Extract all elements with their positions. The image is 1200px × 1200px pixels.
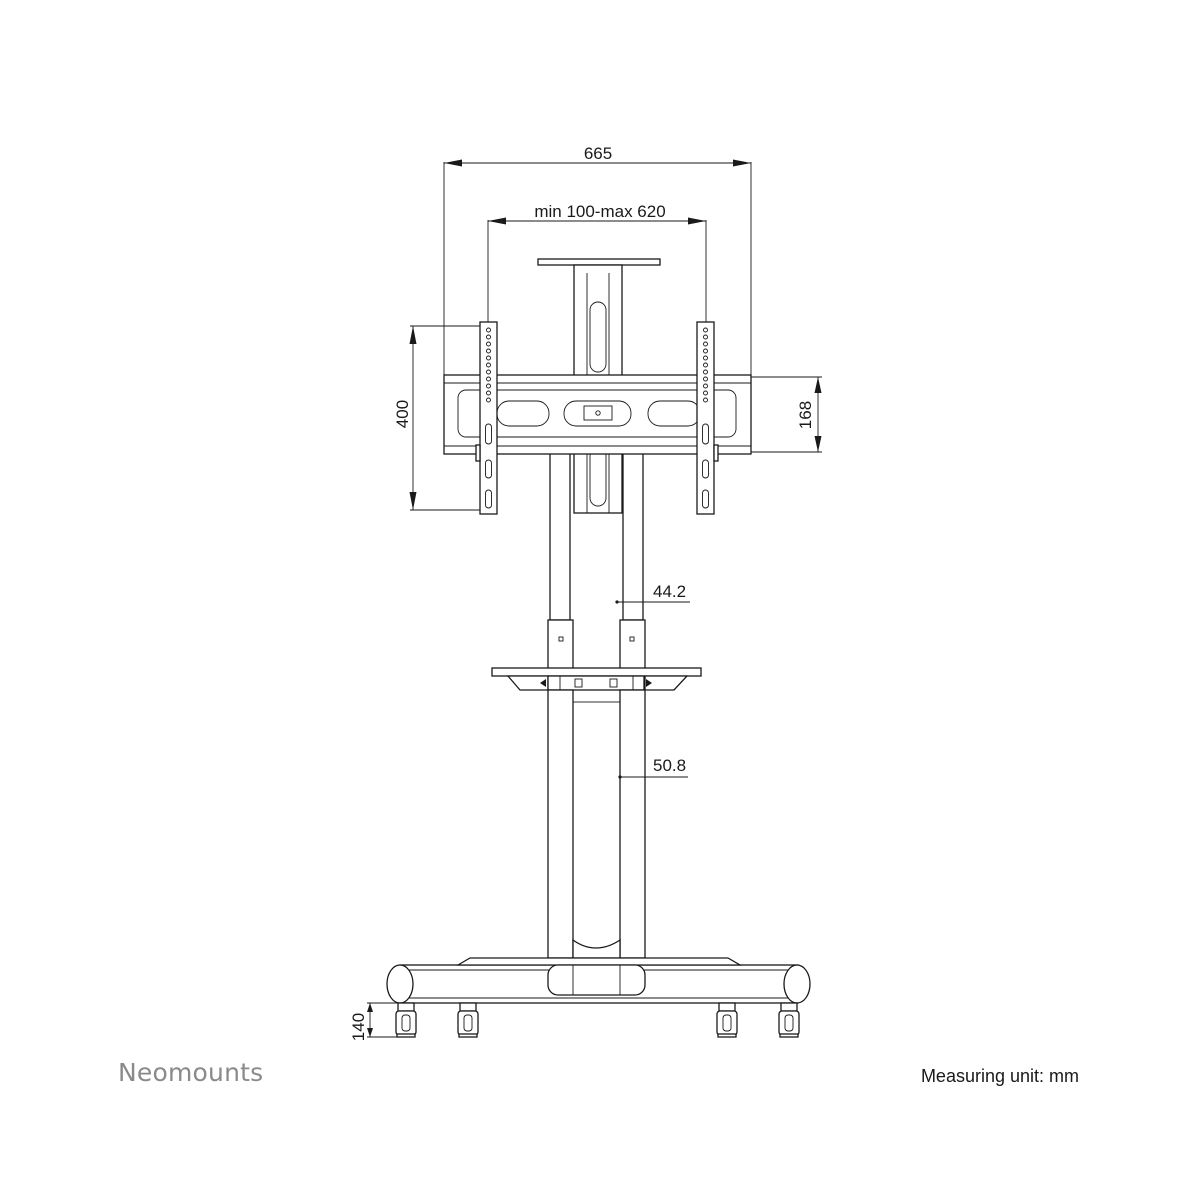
dimension-lower-tube: 50.8 (618, 756, 688, 779)
middle-shelf (491, 667, 702, 703)
dimension-bracket-height-label: 400 (393, 400, 412, 428)
caster-front-right (778, 1002, 800, 1038)
left-bracket (475, 321, 498, 515)
dimension-bracket-height: 400 (393, 325, 480, 511)
dimension-vesa-range: min 100-max 620 (487, 202, 707, 322)
brand-logo: Neomounts (118, 1058, 264, 1087)
dimension-total-width-label: 665 (584, 144, 612, 163)
dimension-crossbar-height: 168 (751, 376, 822, 453)
dimension-upper-tube: 44.2 (615, 582, 690, 604)
dimension-crossbar-height-label: 168 (796, 401, 815, 429)
dimension-base-height: 140 (349, 1002, 398, 1041)
lower-tubes (547, 689, 646, 959)
caster-inner-left (457, 1002, 479, 1038)
tube-collars (547, 619, 646, 671)
base (386, 957, 811, 1004)
caster-inner-right (716, 1002, 738, 1038)
dimension-total-width: 665 (443, 144, 752, 375)
caster-front-left (395, 1002, 417, 1038)
dimension-upper-tube-label: 44.2 (653, 582, 686, 601)
right-bracket (696, 321, 719, 515)
measuring-unit-label: Measuring unit: mm (920, 1066, 1079, 1086)
dimension-lower-tube-label: 50.8 (653, 756, 686, 775)
dimension-vesa-range-label: min 100-max 620 (534, 202, 665, 221)
dimension-base-height-label: 140 (349, 1013, 368, 1041)
